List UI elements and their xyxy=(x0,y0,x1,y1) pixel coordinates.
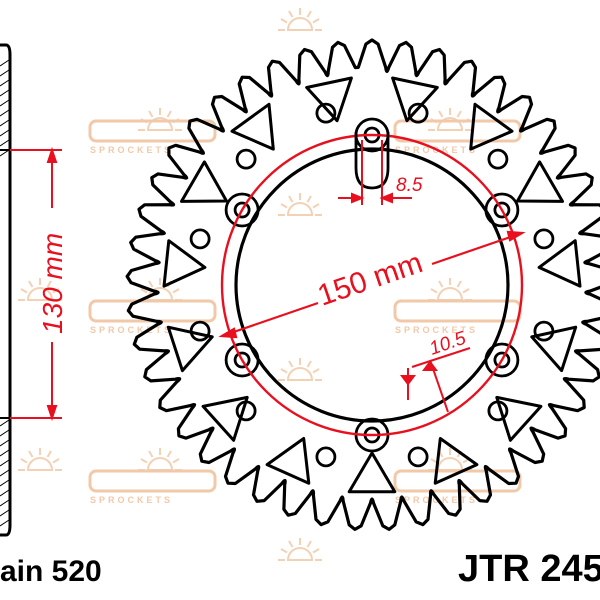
cutout xyxy=(305,76,353,123)
hatch-line xyxy=(0,419,10,427)
jt-sun-logo-icon xyxy=(278,8,322,31)
bolt-hole xyxy=(233,351,251,369)
slot-width-label: 8.5 xyxy=(396,175,423,196)
slot-width-dimension xyxy=(338,140,412,205)
small-holes xyxy=(189,102,555,468)
side-profile xyxy=(0,43,12,537)
watermark-brand-text: SPROCKETS xyxy=(395,325,478,335)
top-bolt-slot xyxy=(354,132,390,190)
jt-sun-logo-icon xyxy=(18,278,62,301)
small-hole xyxy=(315,102,337,124)
bolt-hole xyxy=(493,351,511,369)
watermark-brand-text: SPROCKETS xyxy=(90,145,173,155)
jt-sun-logo-icon xyxy=(428,278,472,301)
cutout xyxy=(230,102,275,151)
hatch-line xyxy=(0,59,10,67)
jt-sun-logo-icon xyxy=(428,448,472,471)
hatch-line xyxy=(0,499,10,507)
small-hole xyxy=(235,400,257,422)
small-hole xyxy=(189,228,211,250)
sprocket-outline xyxy=(125,38,600,531)
cutout xyxy=(162,239,207,288)
cutout xyxy=(433,437,479,485)
hatch-line xyxy=(0,109,10,117)
hatch-line xyxy=(0,449,10,457)
small-hole xyxy=(533,320,555,342)
jt-sun-logo-icon xyxy=(428,108,472,131)
cutout xyxy=(265,437,311,485)
cutout xyxy=(347,451,397,494)
bolt-hole xyxy=(233,201,251,219)
hatch-line xyxy=(0,489,10,497)
small-hole xyxy=(487,400,509,422)
hatch-line xyxy=(0,79,10,87)
cutout xyxy=(391,76,439,123)
watermark-logo-band xyxy=(88,469,217,493)
watermark-layer: SPROCKETS SPROCKETS SPROCKETS SPROCKETS SPRO… xyxy=(18,8,522,561)
hatch-line xyxy=(0,89,10,97)
watermark-logo-band xyxy=(393,469,522,493)
chain-size-label: ain 520 xyxy=(0,555,102,588)
part-number-label: JTR 245 xyxy=(458,548,600,590)
hatch-line xyxy=(0,429,10,437)
small-hole xyxy=(407,446,429,468)
jt-sun-logo-icon xyxy=(278,358,322,381)
small-hole xyxy=(189,320,211,342)
hatch-line xyxy=(0,139,10,147)
center-bore xyxy=(234,147,510,423)
small-hole xyxy=(533,228,555,250)
small-hole xyxy=(315,446,337,468)
watermark-brand-text: SPROCKETS xyxy=(90,325,173,335)
hole-dimension xyxy=(400,347,471,413)
small-hole xyxy=(407,102,429,124)
watermark-logo-band xyxy=(88,299,217,323)
small-hole xyxy=(487,148,509,170)
hatch-line xyxy=(0,459,10,467)
pcd-dimension xyxy=(218,230,526,339)
hatch-line xyxy=(0,149,10,157)
watermark-logo-band xyxy=(393,299,522,323)
bore-height-label: 130 mm xyxy=(37,233,68,334)
hatch-line xyxy=(0,119,10,127)
jt-sun-logo-icon xyxy=(278,538,322,561)
hatch-line xyxy=(0,129,10,137)
watermark-brand-text: SPROCKETS xyxy=(90,495,173,505)
hatch-line xyxy=(0,479,10,487)
hatch-line xyxy=(0,69,10,77)
jt-sun-logo-icon xyxy=(138,448,182,471)
bore-height-dimension xyxy=(10,146,62,422)
hatch-line xyxy=(0,439,10,447)
watermark-logo-band xyxy=(88,119,217,143)
jt-sun-logo-icon xyxy=(18,448,62,471)
hatch-line xyxy=(0,509,10,517)
jt-sun-logo-icon xyxy=(278,193,322,216)
small-hole xyxy=(235,148,257,170)
hatch-line xyxy=(0,99,10,107)
bolt-pitch-circle xyxy=(220,133,524,437)
cutout xyxy=(180,160,228,203)
watermark-brand-text: SPROCKETS xyxy=(395,495,478,505)
cutout xyxy=(469,102,514,151)
hatch-line xyxy=(0,469,10,477)
cutout xyxy=(516,160,564,203)
cutout xyxy=(537,239,582,288)
jt-sun-logo-icon xyxy=(138,108,182,131)
hatch-line xyxy=(0,519,10,527)
bolt-hole xyxy=(493,201,511,219)
pcd-label: 150 mm xyxy=(314,246,427,312)
